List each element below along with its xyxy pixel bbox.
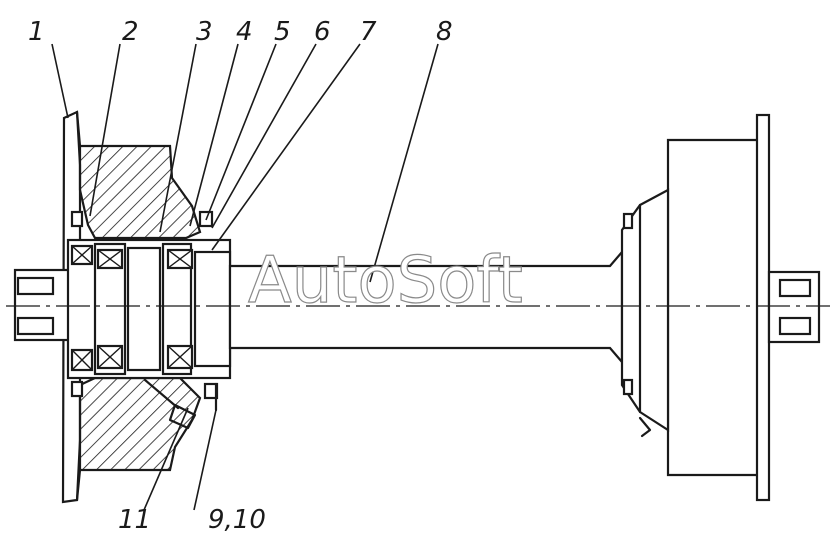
callout-7: 7 xyxy=(360,17,377,47)
callout-5: 5 xyxy=(274,17,291,47)
callout-labels: 1 2 3 4 5 6 7 8 11 9,10 xyxy=(28,17,453,535)
right-wheel-assembly xyxy=(620,113,821,502)
callout-9-10: 9,10 xyxy=(208,505,266,535)
callout-1: 1 xyxy=(28,17,45,47)
right-wheel-flange xyxy=(755,113,771,502)
callout-11: 11 xyxy=(118,505,151,535)
callout-4: 4 xyxy=(236,17,253,47)
left-hub-assembly xyxy=(13,110,232,504)
callout-6: 6 xyxy=(314,17,331,47)
right-drum xyxy=(666,138,762,477)
watermark: AutoSoft xyxy=(248,244,523,318)
hub-housing-upper xyxy=(78,144,202,240)
callout-8: 8 xyxy=(436,17,453,47)
leader-lines xyxy=(51,43,439,511)
callout-3: 3 xyxy=(196,17,213,47)
hub-housing-lower xyxy=(78,376,202,472)
callout-2: 2 xyxy=(122,17,139,47)
